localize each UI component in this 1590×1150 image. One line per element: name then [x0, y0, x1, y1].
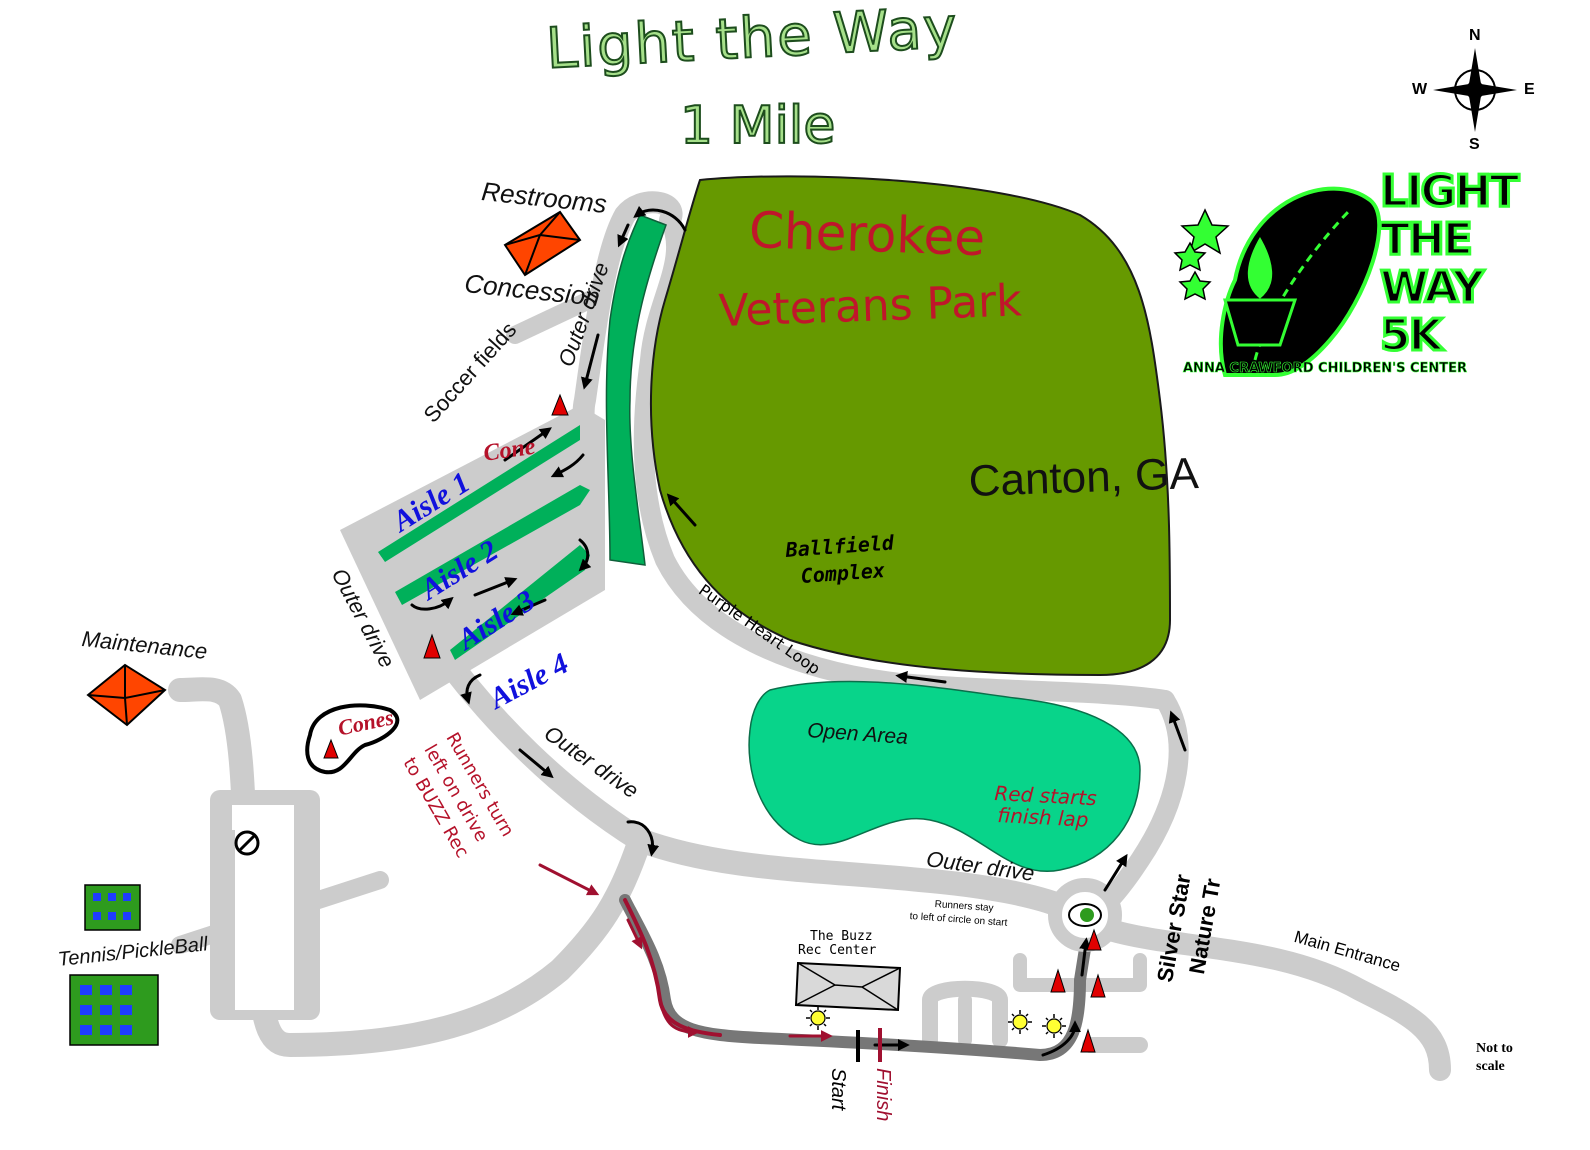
lights	[806, 1006, 1066, 1038]
cone-icon	[1086, 928, 1102, 951]
finish-label: Finish	[872, 1068, 894, 1122]
logo-line1: LIGHT	[1378, 166, 1520, 217]
park-name-line1: Cherokee	[748, 201, 987, 268]
cone-icon	[1080, 1028, 1096, 1053]
logo-org: ANNA CRAWFORD CHILDREN'S CENTER	[1183, 361, 1468, 376]
arrow	[666, 493, 697, 527]
cherokee-veterans-park-area	[649, 175, 1172, 677]
open-area-field	[748, 680, 1141, 873]
arrow	[1041, 1020, 1081, 1057]
arrow	[581, 333, 600, 390]
outer-drive-south-road	[428, 638, 1082, 922]
tennis-courts	[69, 884, 159, 1046]
compass-w: W	[1412, 81, 1428, 98]
arrow	[410, 596, 454, 611]
arrow	[895, 671, 947, 684]
arrow	[578, 538, 592, 572]
direction-arrows	[410, 205, 1187, 1057]
arrow	[626, 820, 660, 857]
restrooms-building	[503, 210, 582, 277]
arrow	[633, 205, 687, 232]
logo-line3: WAY	[1378, 262, 1485, 313]
start-label: Start	[827, 1068, 849, 1111]
light-icon	[806, 1006, 830, 1030]
arrow	[1079, 937, 1092, 977]
arrow	[518, 748, 554, 779]
arrow	[460, 673, 482, 705]
compass-e: E	[1524, 81, 1535, 98]
cone-icon	[551, 393, 569, 416]
route-dark-gray	[619, 894, 1094, 1061]
no-entry-icon	[234, 830, 260, 856]
red-arrow	[538, 863, 600, 896]
arrow	[510, 598, 547, 616]
arrow	[503, 427, 552, 462]
map-title-line2: 1 Mile	[679, 96, 836, 156]
traffic-circle	[1048, 878, 1122, 952]
light-the-way-logo-icon	[1173, 186, 1382, 377]
logo-line2: THE	[1379, 214, 1475, 265]
aisle-2-island	[395, 485, 590, 605]
cone-icon	[423, 633, 441, 659]
light-icon	[1008, 1010, 1032, 1034]
aisle-islands	[378, 425, 590, 660]
arrow	[1168, 710, 1187, 752]
aisle-1-island	[378, 425, 580, 562]
not-to-scale-line1: Not to	[1476, 1041, 1513, 1056]
ballfield-line2: Complex	[799, 558, 886, 588]
maintenance-lot	[210, 790, 320, 1020]
park-name-line2: Veterans Park	[717, 275, 1023, 337]
aisle-3-island	[450, 545, 590, 660]
light-icon	[1042, 1014, 1066, 1038]
city-label: Canton, GA	[967, 448, 1200, 506]
arrow	[550, 453, 585, 478]
compass-n: N	[1469, 27, 1481, 44]
compass-rose-icon	[1433, 48, 1517, 132]
maintenance-building	[86, 663, 167, 727]
buzz-rec-line1: The Buzz	[810, 929, 873, 944]
main-entrance-road	[1099, 919, 1451, 1081]
soccer-fields-road	[506, 286, 609, 344]
logo-line4: 5K	[1379, 310, 1445, 361]
arrow	[617, 223, 630, 248]
red-starts-line2: finish lap	[996, 803, 1090, 832]
buzz-rec-line2: Rec Center	[798, 943, 877, 958]
purple-heart-loop-road	[633, 210, 1175, 710]
cone-icon	[1050, 968, 1066, 993]
parking-loop	[922, 980, 1008, 1048]
west-drive-road	[168, 677, 652, 1057]
green-strip	[605, 214, 667, 566]
compass-s: S	[1469, 136, 1480, 153]
cone-icon	[1090, 973, 1106, 998]
red-arrow	[626, 918, 643, 950]
arrow	[473, 577, 518, 597]
buzz-rec-center-building	[794, 961, 902, 1012]
cone-icon	[323, 738, 339, 759]
road-network	[168, 191, 1451, 1081]
red-arrow	[658, 998, 700, 1038]
arrow	[1103, 853, 1128, 892]
not-to-scale-line2: scale	[1476, 1059, 1505, 1074]
